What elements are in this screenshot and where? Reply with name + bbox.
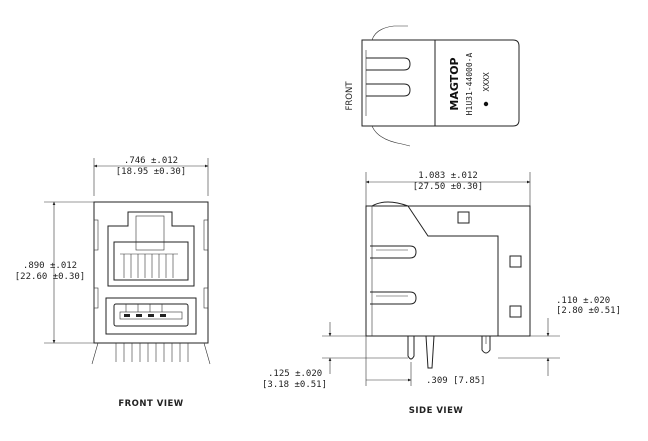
side-view-caption: SIDE VIEW: [409, 406, 464, 416]
date-code: XXXX: [482, 72, 491, 91]
front-side-label: FRONT: [345, 81, 355, 111]
top-view: FRONT MAGTOP H1U31-44000-A XXXX: [345, 25, 520, 147]
rj45-contacts: [120, 253, 178, 278]
side-pitch-dim: .309 [7.85]: [426, 376, 486, 386]
part-number: H1U31-44000-A: [465, 53, 474, 116]
brand-logo-text: MAGTOP: [448, 57, 461, 110]
front-height-dim-mm: [22.60 ±0.30]: [15, 272, 85, 282]
pin1-dot: [483, 101, 489, 107]
side-pin-dim-mm: [2.80 ±0.51]: [556, 306, 621, 316]
side-bottom-dim-mm: [3.18 ±0.51]: [262, 380, 327, 390]
front-width-dim-in: .746 ±.012: [124, 156, 178, 166]
side-length-dim-mm: [27.50 ±0.30]: [413, 182, 483, 192]
front-width-dim-mm: [18.95 ±0.30]: [116, 167, 186, 177]
side-pin-dim-in: .110 ±.020: [556, 296, 610, 306]
side-view: 1.083 ±.012 [27.50 ±0.30] .110 ±.020 [2.…: [262, 171, 621, 416]
front-pins: [91, 342, 211, 365]
side-bottom-dim-in: .125 ±.020: [268, 369, 322, 379]
side-length-dim-in: 1.083 ±.012: [418, 171, 478, 181]
front-view: .746 ±.012 [18.95 ±0.30] .890 ±.012 [22.…: [15, 156, 211, 409]
front-height-dim-in: .890 ±.012: [23, 261, 77, 271]
front-view-caption: FRONT VIEW: [118, 399, 183, 409]
